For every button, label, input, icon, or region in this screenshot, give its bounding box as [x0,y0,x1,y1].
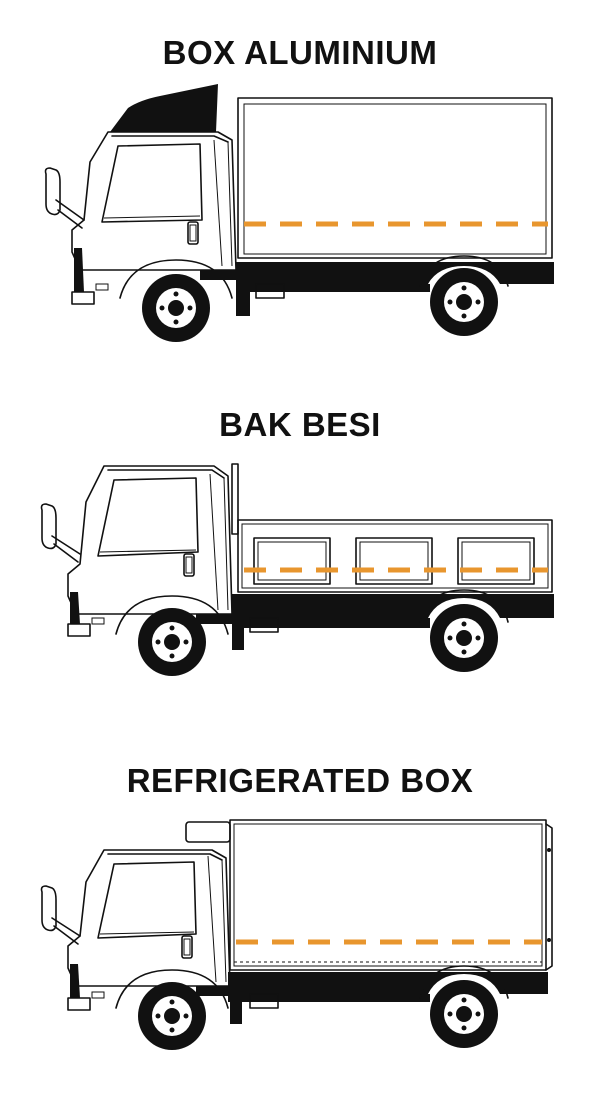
chassis [200,270,285,316]
front-wheel [138,982,206,1050]
truck-title-bak-besi: BAK BESI [219,406,381,443]
cargo-box [236,97,554,292]
cab [44,84,237,305]
box-aluminium-truck-illustration [44,84,554,342]
front-wheel [138,608,206,676]
rear-wheel [430,604,498,672]
cab [40,463,239,637]
truck-title-refrigerated-box: REFRIGERATED BOX [126,762,474,799]
truck-title-box-aluminium: BOX ALUMINIUM [162,34,438,71]
bak-besi-truck-illustration [40,463,554,676]
rear-wheel [430,980,498,1048]
refrigeration-unit [185,821,231,843]
cargo-bed [232,519,554,628]
chassis [196,614,279,650]
refrigerated-box-truck-illustration [40,819,553,1050]
front-wheel [142,274,210,342]
chassis [196,986,279,1024]
rear-wheel [430,268,498,336]
refrigerated-cargo-box [228,819,553,1002]
cab [40,821,231,1011]
